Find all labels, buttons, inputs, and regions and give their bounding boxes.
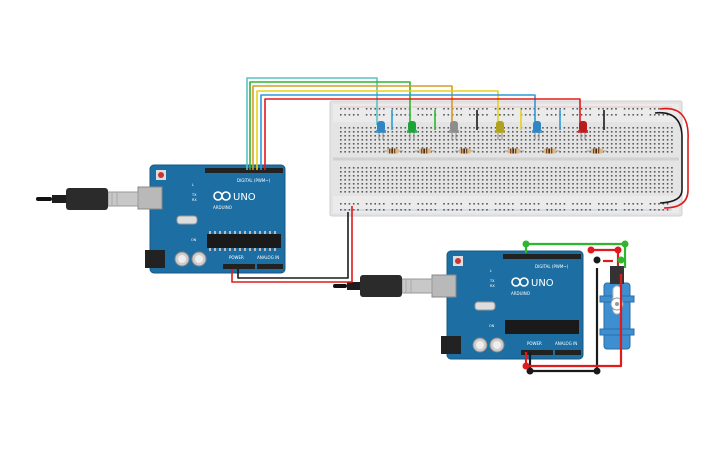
resistor[interactable]: [383, 148, 403, 154]
usb-cable-icon[interactable]: [333, 275, 433, 297]
wire-led1: [246, 77, 378, 170]
digital-header-label: DIGITAL (PWM~): [237, 178, 271, 183]
led-yellow[interactable]: [495, 121, 505, 140]
rx-label: RX: [192, 198, 197, 202]
resistor[interactable]: [540, 148, 560, 154]
servo-motor-icon[interactable]: [599, 266, 635, 350]
power-header: [521, 350, 553, 355]
usb-port: [137, 186, 163, 210]
on-led-label: ON: [489, 324, 495, 328]
wire-led2: [249, 81, 411, 170]
wire-led3: [252, 85, 453, 170]
board-brand-label: ARDUINO: [511, 291, 530, 296]
power-header-label: POWER: [229, 255, 244, 260]
power-jack: [441, 336, 461, 354]
breadboard[interactable]: [329, 100, 683, 217]
power-jack: [145, 250, 165, 268]
atmega-chip: [207, 234, 281, 248]
crystal: [474, 301, 496, 311]
resistor[interactable]: [504, 148, 524, 154]
crystal: [176, 215, 198, 225]
l-led-label: L: [490, 269, 492, 273]
atmega-chip: [505, 320, 579, 334]
led-blue[interactable]: [532, 121, 542, 140]
analog-header-label: ANALOG IN: [555, 341, 577, 346]
tx-label: TX: [191, 193, 197, 197]
on-led-label: ON: [191, 238, 197, 242]
board-model-label: UNO: [233, 192, 256, 203]
l-led-label: L: [192, 183, 194, 187]
resistor[interactable]: [415, 148, 435, 154]
wires: [231, 77, 689, 373]
board-model-label: UNO: [531, 278, 554, 289]
wire-led6: [264, 98, 581, 170]
led-red[interactable]: [578, 121, 588, 140]
power-header: [223, 264, 255, 269]
digital-header-label: DIGITAL (PWM~): [535, 264, 569, 269]
resistor[interactable]: [587, 148, 607, 154]
arduino-uno-right[interactable]: UNO ARDUINO DIGITAL (PWM~) POWER ANALOG …: [431, 250, 584, 360]
infinity-logo-icon: [511, 277, 529, 287]
wire-led4: [256, 90, 499, 170]
reset-button[interactable]: [455, 258, 461, 264]
analog-header: [257, 264, 283, 269]
resistor[interactable]: [455, 148, 475, 154]
led-green[interactable]: [407, 121, 417, 140]
led-group: [376, 121, 588, 140]
led-blue[interactable]: [376, 121, 386, 140]
wire-led5: [260, 94, 536, 170]
usb-port: [431, 274, 457, 298]
digital-header: [503, 254, 581, 259]
analog-header-label: ANALOG IN: [257, 255, 279, 260]
digital-header: [205, 168, 283, 173]
resistor-group: [383, 148, 607, 154]
usb-cable-icon[interactable]: [36, 188, 139, 210]
arduino-uno-left[interactable]: UNO ARDUINO DIGITAL (PWM~) POWER ANALOG …: [137, 164, 286, 274]
infinity-logo-icon: [213, 191, 231, 201]
tx-label: TX: [489, 279, 495, 283]
wire-endpoints: [522, 240, 629, 375]
analog-header: [555, 350, 581, 355]
led-white[interactable]: [449, 121, 459, 140]
power-header-label: POWER: [527, 341, 542, 346]
reset-button[interactable]: [158, 172, 164, 178]
rx-label: RX: [490, 284, 495, 288]
breadboard-holes: [340, 108, 673, 211]
board-brand-label: ARDUINO: [213, 205, 232, 210]
